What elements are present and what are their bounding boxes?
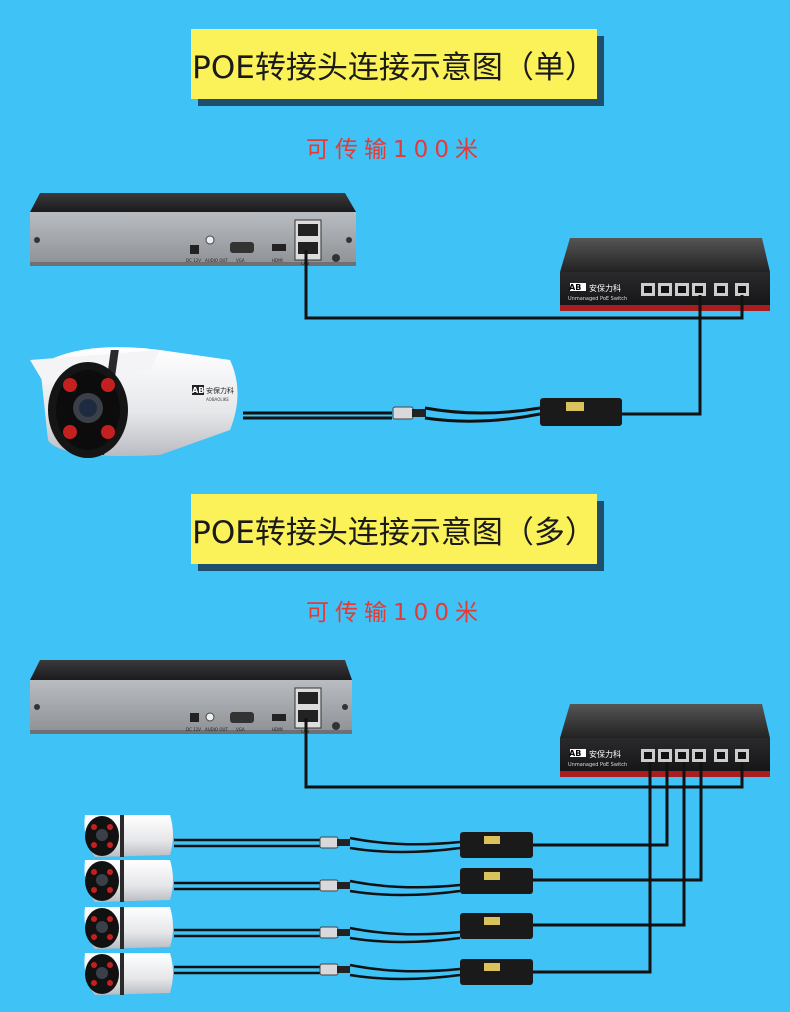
switch-label: Unmanaged PoE Switch xyxy=(568,296,627,302)
nvr-port-label: AUDIO OUT xyxy=(205,258,228,263)
title-multi: POE转接头连接示意图（多） xyxy=(192,514,596,551)
nvr-port-label: DC 12V xyxy=(186,258,201,263)
camera-brand-en: AOBAOLIKE xyxy=(206,397,229,402)
brand-logo: AB xyxy=(569,749,581,758)
camera-row-2 xyxy=(84,860,533,902)
nvr-port-label: VGA xyxy=(236,258,245,263)
switch-label: Unmanaged PoE Switch xyxy=(568,762,627,768)
nvr-recorder-2: DC 12V AUDIO OUT VGA HDMI LAN xyxy=(30,660,352,734)
poe-splitter-1 xyxy=(392,398,622,426)
bullet-camera-large: AB 安保力科 AOBAOLIKE xyxy=(30,347,238,458)
camera-brand: 安保力科 xyxy=(206,386,234,395)
nvr-port-label: AUDIO OUT xyxy=(205,727,228,732)
brand-name: 安保力科 xyxy=(589,283,621,293)
title-banner-single: POE转接头连接示意图（单） xyxy=(191,29,597,99)
brand-name: 安保力科 xyxy=(589,749,621,759)
range-note-single: 可传输100米 xyxy=(306,137,484,163)
poe-switch-2: AB 安保力科 Unmanaged PoE Switch xyxy=(560,704,770,777)
poe-switch-1: AB 安保力科 Unmanaged PoE Switch xyxy=(560,238,770,311)
title-single: POE转接头连接示意图（单） xyxy=(192,49,596,86)
nvr-port-label: DC 12V xyxy=(186,727,201,732)
nvr-port-label: HDMI xyxy=(272,258,283,263)
brand-logo: AB xyxy=(569,283,581,292)
title-banner-multi: POE转接头连接示意图（多） xyxy=(191,494,597,564)
nvr-port-label: HDMI xyxy=(272,727,283,732)
cables-single xyxy=(243,250,744,423)
nvr-recorder-1: DC 12V AUDIO OUT VGA HDMI LAN xyxy=(30,193,356,266)
camera-row-3 xyxy=(84,907,533,949)
nvr-port-label: VGA xyxy=(236,727,245,732)
camera-logo: AB xyxy=(192,386,204,395)
cables-multi xyxy=(304,718,744,974)
camera-row-4 xyxy=(84,953,533,995)
camera-row-1 xyxy=(84,815,533,858)
range-note-multi: 可传输100米 xyxy=(306,600,484,626)
